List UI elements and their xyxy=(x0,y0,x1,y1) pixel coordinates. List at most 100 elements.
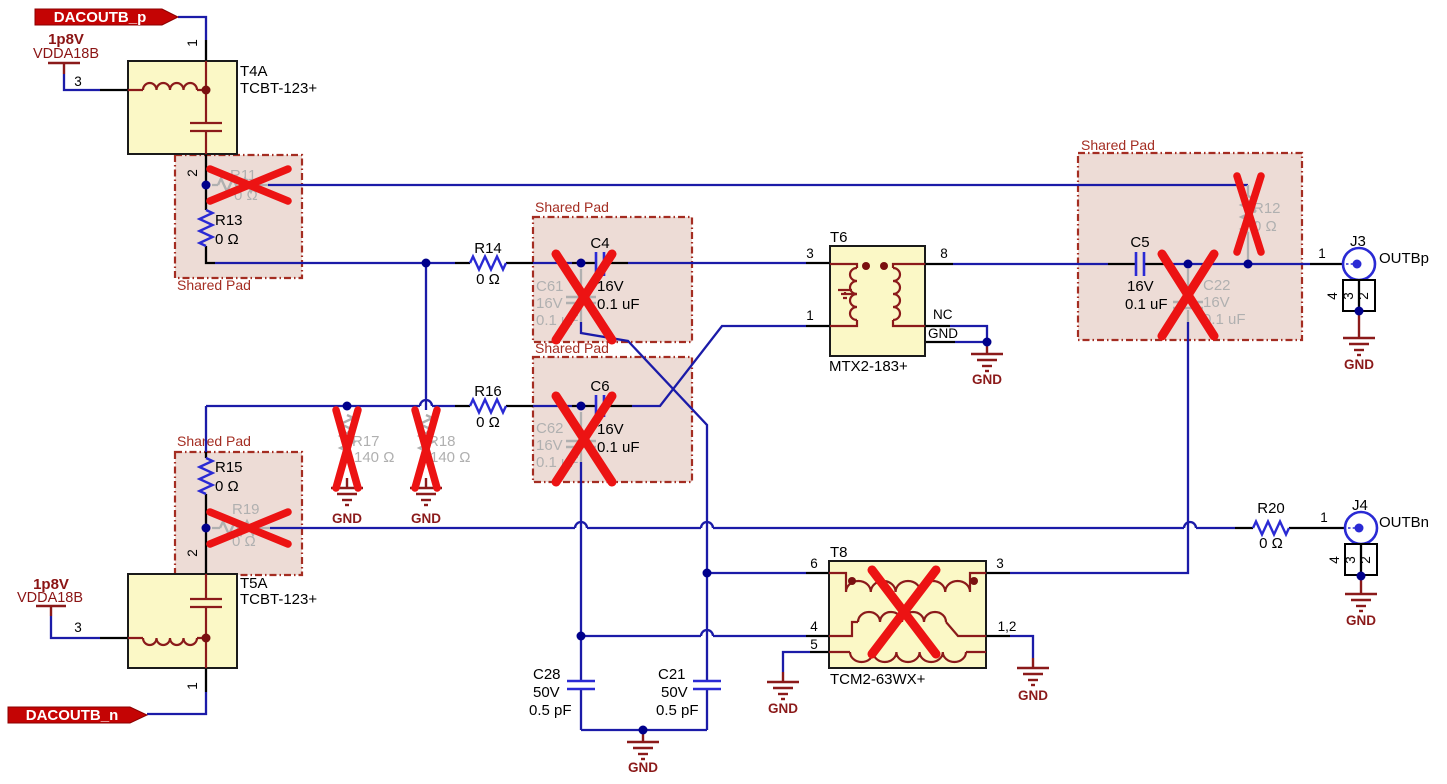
gnd-label: GND xyxy=(411,511,441,526)
capacitor-c28 xyxy=(567,679,595,691)
t5a-pin2-label: 2 xyxy=(185,549,200,557)
t8-ref: T8 xyxy=(830,544,848,561)
dnp-x-r11 xyxy=(206,165,292,205)
r13-ref: R13 xyxy=(215,212,243,229)
shared-pad-box-c5-r12-c22 xyxy=(1076,151,1304,342)
t8-pin4-label: 4 xyxy=(810,619,818,634)
t5a-part: TCBT-123+ xyxy=(240,591,317,608)
balun-t4a: T4A TCBT-123+ 1 3 2 xyxy=(74,39,317,177)
r14-ref: R14 xyxy=(474,240,502,257)
c61-voltage: 16V xyxy=(536,295,563,312)
gnd-symbol-c28-c21 xyxy=(625,730,661,761)
t4a-ref: T4A xyxy=(240,63,268,80)
gnd-symbol-t8-pin5 xyxy=(765,670,801,701)
gnd-label: GND xyxy=(1344,357,1374,372)
c21-ref: C21 xyxy=(658,666,686,683)
dnp-x-r18 xyxy=(411,406,441,492)
capacitors: C4 16V 0.1 uF C61 16V 0.1 uF C6 16V 0.1 … xyxy=(529,234,1246,719)
c21-value: 0.5 pF xyxy=(656,702,699,719)
c22-ref: C22 xyxy=(1203,277,1231,294)
c61-ref: C61 xyxy=(536,278,564,295)
r20-value: 0 Ω xyxy=(1259,535,1283,552)
j4-ref: J4 xyxy=(1352,497,1368,514)
t6-pin1-label: 1 xyxy=(806,308,814,323)
net-flag-label: DACOUTB_p xyxy=(54,9,147,26)
connector-j3: J3 OUTBp 1 4 3 2 xyxy=(1318,233,1429,312)
j3-pin1-label: 1 xyxy=(1318,246,1326,261)
t5a-pin1-label: 1 xyxy=(185,682,200,690)
t5a-ref: T5A xyxy=(240,575,268,592)
power-net-label: VDDA18B xyxy=(33,46,99,62)
shared-pad-label: Shared Pad xyxy=(1081,137,1155,153)
shared-pad-boxes: Shared Pad Shared Pad Shared Pad Shared … xyxy=(173,137,1304,577)
balun-t5a: T5A TCBT-123+ 2 3 1 xyxy=(74,549,317,690)
c21-voltage: 50V xyxy=(661,684,688,701)
j3-shield-pin3: 3 xyxy=(1341,292,1356,300)
power-rail-top: 1p8V VDDA18B xyxy=(33,31,99,62)
resistor-r16 xyxy=(468,398,508,414)
t4a-pin3-label: 3 xyxy=(74,74,82,89)
c62-voltage: 16V xyxy=(536,437,563,454)
dnp-x-t8 xyxy=(867,565,941,659)
resistor-r20 xyxy=(1251,520,1291,536)
shared-pad-label: Shared Pad xyxy=(535,340,609,356)
t8-pin6-label: 6 xyxy=(810,556,818,571)
c6-voltage: 16V xyxy=(597,421,624,438)
dnp-x-r12 xyxy=(1233,172,1265,256)
c28-voltage: 50V xyxy=(533,684,560,701)
c22-value: 0.1 uF xyxy=(1203,311,1246,328)
t8-pin5-label: 5 xyxy=(810,637,818,652)
c4-ref: C4 xyxy=(590,235,609,252)
t4a-part: TCBT-123+ xyxy=(240,80,317,97)
r16-ref: R16 xyxy=(474,383,502,400)
net-flag-label: DACOUTB_n xyxy=(26,707,119,724)
c4-value: 0.1 uF xyxy=(597,296,640,313)
c5-voltage: 16V xyxy=(1127,278,1154,295)
t8-pin12-label: 1,2 xyxy=(998,619,1017,634)
power-rail-label: 1p8V xyxy=(48,31,84,48)
t6-part: MTX2-183+ xyxy=(829,358,908,375)
dnp-x-c22 xyxy=(1157,249,1219,341)
j3-shield-pin2: 2 xyxy=(1356,292,1371,300)
t6-pin-nc-label: NC xyxy=(933,307,953,322)
j4-shield-pin2: 2 xyxy=(1358,556,1373,564)
c4-voltage: 16V xyxy=(597,278,624,295)
gnd-label: GND xyxy=(1346,613,1376,628)
r18-ref: R18 xyxy=(428,433,456,450)
shared-pad-label: Shared Pad xyxy=(535,199,609,215)
transformer-t6: T6 MTX2-183+ 3 1 8 NC GND xyxy=(806,229,958,375)
c62-ref: C62 xyxy=(536,420,564,437)
r14-value: 0 Ω xyxy=(476,271,500,288)
gnd-symbol-j3 xyxy=(1341,326,1377,357)
dnp-x-r19 xyxy=(206,508,292,548)
r12-value: 0 Ω xyxy=(1253,218,1277,235)
gnd-label: GND xyxy=(768,701,798,716)
gnd-label: GND xyxy=(628,760,658,775)
connector-j4: J4 OUTBn 1 4 3 2 xyxy=(1320,497,1429,576)
dnp-x-c62 xyxy=(551,391,617,487)
gnd-symbol-j4 xyxy=(1343,582,1379,613)
junction-dots xyxy=(201,180,1366,735)
gnd-symbols: GND GND GND GND GND GND GND GND xyxy=(329,326,1379,775)
shared-pad-label: Shared Pad xyxy=(177,433,251,449)
resistors: R11 0 Ω R13 0 Ω R14 0 Ω R16 0 Ω R17 140 … xyxy=(198,167,1291,552)
t4a-pin1-label: 1 xyxy=(185,39,200,47)
j4-shield-pin4: 4 xyxy=(1327,556,1342,564)
r16-value: 0 Ω xyxy=(476,414,500,431)
gnd-symbol-t8-pin12 xyxy=(1015,656,1051,687)
t5a-pin3-label: 3 xyxy=(74,620,82,635)
gnd-label: GND xyxy=(332,511,362,526)
t8-part: TCM2-63WX+ xyxy=(830,671,926,688)
gnd-symbol-t6 xyxy=(969,342,1005,373)
power-rail-label: 1p8V xyxy=(33,576,69,593)
t8-pin3-label: 3 xyxy=(996,556,1004,571)
c5-value: 0.1 uF xyxy=(1125,296,1168,313)
power-net-label: VDDA18B xyxy=(17,590,83,606)
dnp-x-r17 xyxy=(332,406,362,492)
dnp-x-marks xyxy=(206,165,1265,659)
r13-value: 0 Ω xyxy=(215,231,239,248)
transformer-t8: T8 TCM2-63WX+ 6 4 5 3 1,2 xyxy=(810,544,1016,688)
r15-ref: R15 xyxy=(215,459,243,476)
c6-ref: C6 xyxy=(590,378,609,395)
gnd-label: GND xyxy=(1018,688,1048,703)
